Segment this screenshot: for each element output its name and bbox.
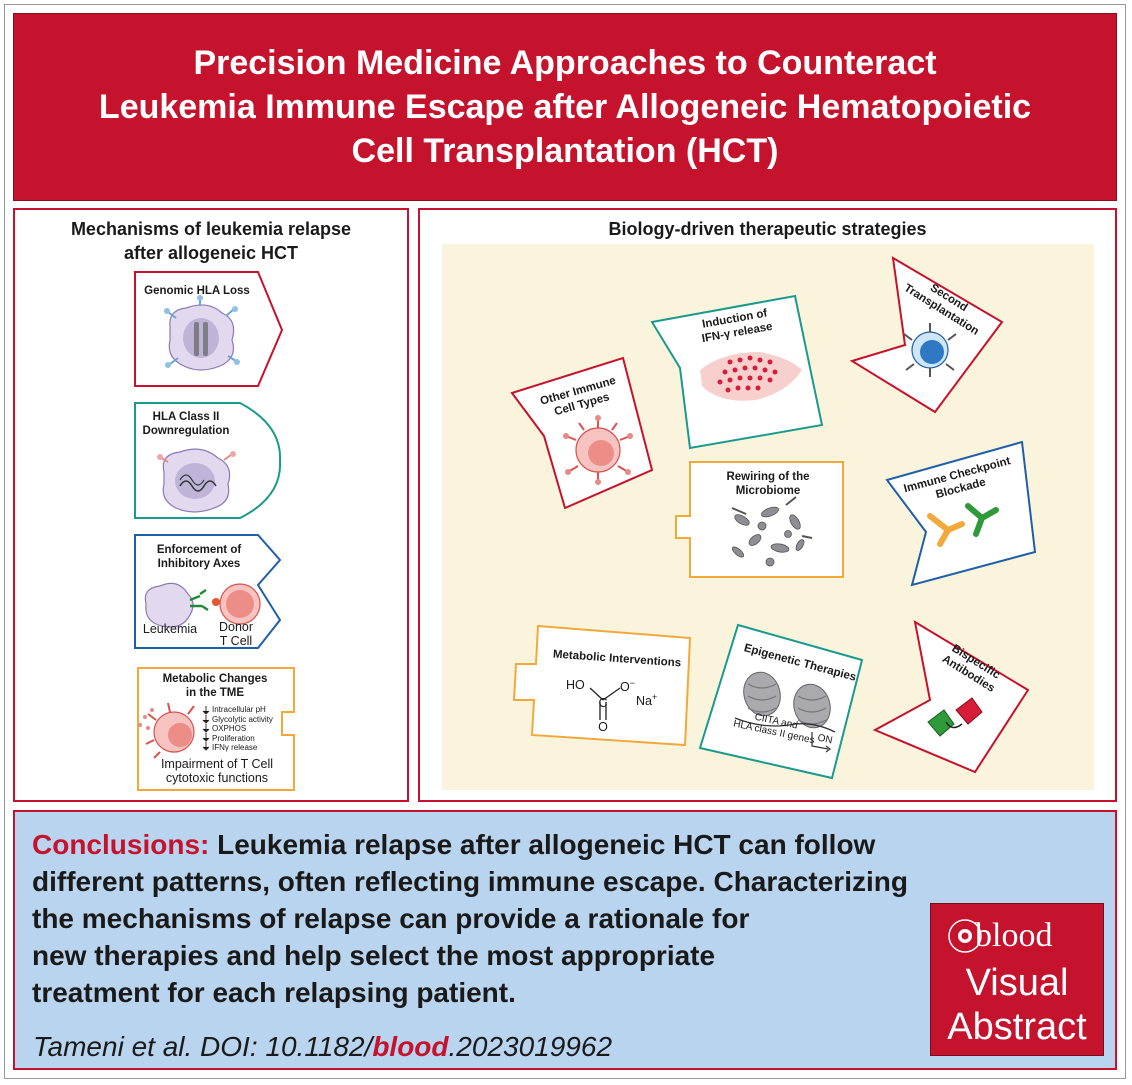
blood-seal-icon <box>948 919 982 953</box>
card-epigenetic-therapies <box>698 623 864 780</box>
metabolic-changes-label-line-1: Metabolic Changes <box>162 673 268 685</box>
conclusions-line-1: Conclusions: Leukemia relapse after allo… <box>32 826 922 863</box>
card-bispecific-antibodies <box>872 619 1030 774</box>
mechanisms-heading-line-1: Mechanisms of leukemia relapse <box>70 219 352 239</box>
conclusions-line-4: new therapies and help select the most a… <box>32 940 716 971</box>
effect-intracellular-ph: Intracellular pH <box>212 705 266 714</box>
citation-suffix: .2023019962 <box>448 1031 613 1062</box>
card-checkpoint-blockade <box>885 440 1037 587</box>
effect-ifng-release: IFNγ release <box>212 743 258 752</box>
blood-visual-abstract-logo: blood Visual Abstract <box>930 903 1104 1056</box>
metabolic-changes-label-line-2: in the TME <box>185 687 245 699</box>
genomic-hla-loss-label: Genomic HLA Loss <box>144 285 250 297</box>
metabolic-changes-label: Metabolic Changes in the TME <box>140 672 290 700</box>
title-line-2: Leukemia Immune Escape after Allogeneic … <box>98 88 1032 126</box>
logo-abstract: Abstract <box>947 1006 1087 1048</box>
ifn-release-cell-icon <box>700 352 802 401</box>
mechanisms-heading: Mechanisms of leukemia relapse after all… <box>15 217 407 265</box>
effect-glycolytic-activity: Glycolytic activity <box>212 714 273 724</box>
hla-class-ii-label-line-2: Downregulation <box>142 425 230 437</box>
outer-frame <box>4 4 1126 1079</box>
page-title: Precision Medicine Approaches to Counter… <box>35 41 1095 173</box>
down-arrow-icons <box>202 706 210 751</box>
conclusions-line-2: different patterns, often reflecting imm… <box>32 866 908 897</box>
donor-stem-cell-icon <box>903 323 957 377</box>
chem-o-minus-letter: O <box>620 680 630 695</box>
effect-oxphos: OXPHOS <box>212 724 247 733</box>
leukemia-label: Leukemia <box>142 622 198 636</box>
microbiome-bacteria-icon <box>731 496 813 567</box>
conclusions-line-3: the mechanisms of relapse can provide a … <box>32 903 750 934</box>
sodium-carboxylate-structure <box>589 687 621 720</box>
mechanisms-heading-line-2: after allogeneic HCT <box>123 243 299 263</box>
metabolic-caption-line-2: cytotoxic functions <box>165 771 269 785</box>
microbiome-label-line-2: Microbiome <box>735 485 801 497</box>
logo-visual: Visual <box>965 962 1069 1004</box>
conclusions-line-1-text: Leukemia relapse after allogeneic HCT ca… <box>209 829 876 860</box>
antibody-icons <box>927 503 999 547</box>
donor-label-line-2: T Cell <box>219 634 253 648</box>
card-metabolic-interventions <box>512 624 692 747</box>
metabolic-caption-line-1: Impairment of T Cell <box>160 757 274 771</box>
inhibitory-axes-label: Enforcement of Inhibitory Axes <box>136 543 262 571</box>
citation-journal: blood <box>372 1031 449 1062</box>
inhibitory-axes-label-line-1: Enforcement of <box>156 544 242 556</box>
chem-o-minus: O− <box>620 678 635 695</box>
nucleosome-icons <box>734 671 836 753</box>
chem-ho: HO <box>566 678 585 692</box>
microbiome-label: Rewiring of the Microbiome <box>700 470 836 498</box>
hla-class-ii-label: HLA Class II Downregulation <box>136 410 236 438</box>
card-metabolic-changes <box>137 667 295 791</box>
metabolic-caption: Impairment of T Cell cytotoxic functions <box>142 757 292 785</box>
inhibitory-receptor-icon <box>189 588 220 612</box>
donor-t-cell-icon <box>219 583 261 625</box>
conclusions-line-5: treatment for each relapsing patient. <box>32 977 516 1008</box>
inhibitory-axes-label-line-2: Inhibitory Axes <box>157 558 241 570</box>
title-banner: Precision Medicine Approaches to Counter… <box>13 13 1117 201</box>
citation: Tameni et al. DOI: 10.1182/blood.2023019… <box>33 1030 612 1064</box>
title-line-1: Precision Medicine Approaches to Counter… <box>193 44 937 82</box>
bispecific-antibody-icon <box>927 697 983 737</box>
immune-cell-icon <box>563 415 633 485</box>
metabolic-effects-list: Intracellular pH Glycolytic activity OXP… <box>212 705 294 753</box>
t-cell-metabolic-icon <box>138 702 195 759</box>
citation-prefix: Tameni et al. DOI: 10.1182/ <box>33 1031 373 1062</box>
conclusions-text: Conclusions: Leukemia relapse after allo… <box>32 826 922 1011</box>
hla-class-ii-label-line-1: HLA Class II <box>152 411 220 423</box>
chem-c: C <box>598 696 608 710</box>
cell-with-chromosome-icon <box>164 295 240 371</box>
conclusions-label: Conclusions: <box>32 829 210 860</box>
effect-proliferation: Proliferation <box>212 733 255 743</box>
chem-na-letter: Na <box>636 694 652 709</box>
strategies-heading: Biology-driven therapeutic strategies <box>608 219 927 239</box>
chem-na: Na+ <box>636 692 658 709</box>
card-other-immune-cells <box>510 356 654 510</box>
title-line-3: Cell Transplantation (HCT) <box>351 132 779 170</box>
donor-t-cell-label: Donor T Cell <box>206 620 266 648</box>
microbiome-label-line-1: Rewiring of the <box>726 471 810 483</box>
cell-with-dna-icon <box>157 448 236 513</box>
chem-o-bottom: O <box>598 720 608 734</box>
donor-label-line-1: Donor <box>218 620 254 634</box>
logo-blood-wordmark: blood <box>975 917 1053 954</box>
